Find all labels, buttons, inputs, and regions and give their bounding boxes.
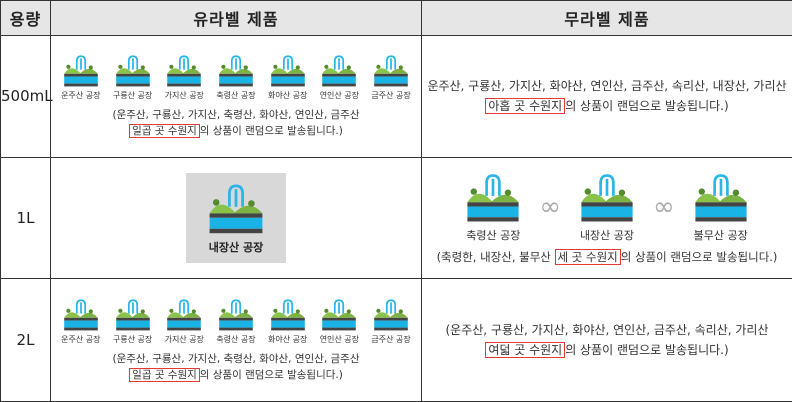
factory: 화야산 공장 bbox=[267, 298, 309, 345]
factory-icon bbox=[461, 172, 525, 227]
capacity-cell: 500mL bbox=[0, 35, 53, 158]
factory-icon bbox=[60, 54, 102, 90]
factory: 축령산 공장 bbox=[215, 54, 257, 101]
factory: 연인산 공장 bbox=[318, 298, 360, 345]
factory-label: 가지산 공장 bbox=[164, 334, 204, 344]
unlabeled-cell: 운주산, 구룡산, 가지산, 화야산, 연인산, 금주산, 속리산, 내장산, … bbox=[421, 35, 792, 158]
factory: 불무산 공장 bbox=[689, 172, 753, 243]
note: 운주산, 구룡산, 가지산, 화야산, 연인산, 금주산, 속리산, 내장산, … bbox=[422, 76, 792, 116]
note-line: (축령한, 내장산, 불무산 bbox=[436, 249, 555, 264]
header-row: 용량 유라벨 제품 무라벨 제품 bbox=[0, 0, 792, 37]
note-rest: 의 상품이 랜덤으로 발송됩니다.) bbox=[565, 343, 729, 358]
factory-tile: 내장산 공장 bbox=[186, 173, 286, 264]
header-labeled: 유라벨 제품 bbox=[50, 0, 422, 37]
factory-icon bbox=[163, 54, 205, 90]
factory-cycle: 축령산 공장 ∞ 내장산 공장 ∞ 불무산 공장 bbox=[422, 172, 792, 243]
labeled-cell: 내장산 공장 bbox=[50, 156, 422, 280]
factory: 가지산 공장 bbox=[163, 298, 205, 345]
factory: 운주산 공장 bbox=[60, 54, 102, 101]
factory-icon bbox=[575, 172, 639, 227]
labeled-cell: 운주산 공장 구룡산 공장 가지산 공장 축령산 공장 화야산 공장 연인산 공장 금주산 … bbox=[50, 278, 422, 402]
factory-label: 연인산 공장 bbox=[319, 334, 360, 344]
factory-icon bbox=[689, 172, 753, 227]
note-line: (운주산, 구룡산, 가지산, 화야산, 연인산, 금주산, 속리산, 가리산 bbox=[445, 323, 769, 338]
factory-label: 축령산 공장 bbox=[216, 90, 256, 100]
capacity-cell: 2L bbox=[0, 278, 51, 402]
factory-label: 축령산 공장 bbox=[216, 334, 256, 344]
note-line: (운주산, 구룡산, 가지산, 축령산, 화야산, 연인산, 금주산 bbox=[112, 108, 360, 121]
highlight-box: 일곱 곳 수원지 bbox=[129, 123, 200, 138]
header-capacity: 용량 bbox=[0, 0, 51, 37]
factory: 가지산 공장 bbox=[163, 54, 205, 101]
factory-label: 축령산 공장 bbox=[466, 228, 521, 242]
factory-icon bbox=[112, 298, 154, 334]
factory-icon bbox=[370, 54, 412, 90]
factory-label: 가지산 공장 bbox=[164, 90, 204, 100]
table-row-2l: 2L 운주산 공장 구룡산 공장 가지산 공장 축령산 공장 화야산 공장 연인산 공장 금… bbox=[0, 278, 792, 402]
factory-icon bbox=[267, 298, 309, 334]
factory: 축령산 공장 bbox=[215, 298, 257, 345]
factory-label: 내장산 공장 bbox=[579, 228, 635, 242]
note-rest: 의 상품이 랜덤으로 발송됩니다.) bbox=[199, 124, 343, 137]
factory-label: 연인산 공장 bbox=[319, 90, 360, 100]
labeled-cell: 운주산 공장 구룡산 공장 가지산 공장 축령산 공장 화야산 공장 연인산 공장 금주산 … bbox=[50, 35, 422, 158]
factory-label: 구룡산 공장 bbox=[112, 90, 153, 100]
table-row-1l: 1L 내장산 공장 축령산 공장 ∞ 내장산 공장 ∞ 불무산 공장 (축령한,… bbox=[0, 156, 792, 280]
highlight-box: 세 곳 수원지 bbox=[554, 248, 621, 265]
factory-label: 금주산 공장 bbox=[371, 90, 411, 100]
factory-list: 운주산 공장 구룡산 공장 가지산 공장 축령산 공장 화야산 공장 연인산 공장 금주산 … bbox=[51, 54, 421, 101]
factory: 축령산 공장 bbox=[461, 172, 525, 243]
infinity-icon: ∞ bbox=[539, 192, 561, 223]
note-line: (운주산, 구룡산, 가지산, 축령산, 화야산, 연인산, 금주산 bbox=[112, 352, 360, 365]
note-rest: 의 상품이 랜덤으로 발송됩니다.) bbox=[199, 368, 343, 381]
factory: 내장산 공장 bbox=[575, 172, 639, 243]
factory-label: 운주산 공장 bbox=[61, 90, 101, 100]
factory: 금주산 공장 bbox=[370, 298, 412, 345]
capacity-cell: 1L bbox=[0, 156, 51, 280]
factory: 구룡산 공장 bbox=[112, 54, 154, 101]
factory-icon bbox=[370, 298, 412, 334]
factory-label: 운주산 공장 bbox=[61, 334, 101, 344]
factory-label: 불무산 공장 bbox=[693, 228, 748, 242]
infinity-icon: ∞ bbox=[653, 192, 675, 223]
factory-label: 화야산 공장 bbox=[267, 90, 308, 100]
factory-icon bbox=[215, 298, 257, 334]
factory-icon bbox=[112, 54, 154, 90]
factory: 구룡산 공장 bbox=[112, 298, 154, 345]
factory-icon bbox=[203, 182, 269, 239]
factory-icon bbox=[215, 54, 257, 90]
factory-icon bbox=[318, 298, 360, 334]
factory-icon bbox=[163, 298, 205, 334]
factory: 화야산 공장 bbox=[267, 54, 309, 101]
factory-label: 내장산 공장 bbox=[208, 240, 264, 254]
unlabeled-cell: 축령산 공장 ∞ 내장산 공장 ∞ 불무산 공장 (축령한, 내장산, 불무산 … bbox=[421, 156, 792, 280]
factory-icon bbox=[60, 298, 102, 334]
factory: 운주산 공장 bbox=[60, 298, 102, 345]
factory-label: 화야산 공장 bbox=[267, 334, 308, 344]
factory-list: 운주산 공장 구룡산 공장 가지산 공장 축령산 공장 화야산 공장 연인산 공장 금주산 … bbox=[51, 298, 421, 345]
highlight-box: 아홉 곳 수원지 bbox=[485, 98, 566, 115]
factory-icon bbox=[267, 54, 309, 90]
header-unlabeled: 무라벨 제품 bbox=[421, 0, 792, 37]
factory-label: 구룡산 공장 bbox=[112, 334, 153, 344]
factory: 금주산 공장 bbox=[370, 54, 412, 101]
highlight-box: 여덟 곳 수원지 bbox=[485, 342, 566, 359]
note-rest: 의 상품이 랜덤으로 발송됩니다.) bbox=[565, 99, 729, 114]
factory-icon bbox=[318, 54, 360, 90]
note-line: 운주산, 구룡산, 가지산, 화야산, 연인산, 금주산, 속리산, 내장산, … bbox=[427, 79, 787, 94]
factory-label: 금주산 공장 bbox=[371, 334, 411, 344]
table-row-500ml: 500mL 운주산 공장 구룡산 공장 가지산 공장 축령산 공장 화야산 공장 연인산 … bbox=[0, 35, 792, 158]
factory: 연인산 공장 bbox=[318, 54, 360, 101]
note-rest: 의 상품이 랜덤으로 발송됩니다.) bbox=[620, 249, 778, 264]
highlight-box: 일곱 곳 수원지 bbox=[129, 367, 200, 382]
